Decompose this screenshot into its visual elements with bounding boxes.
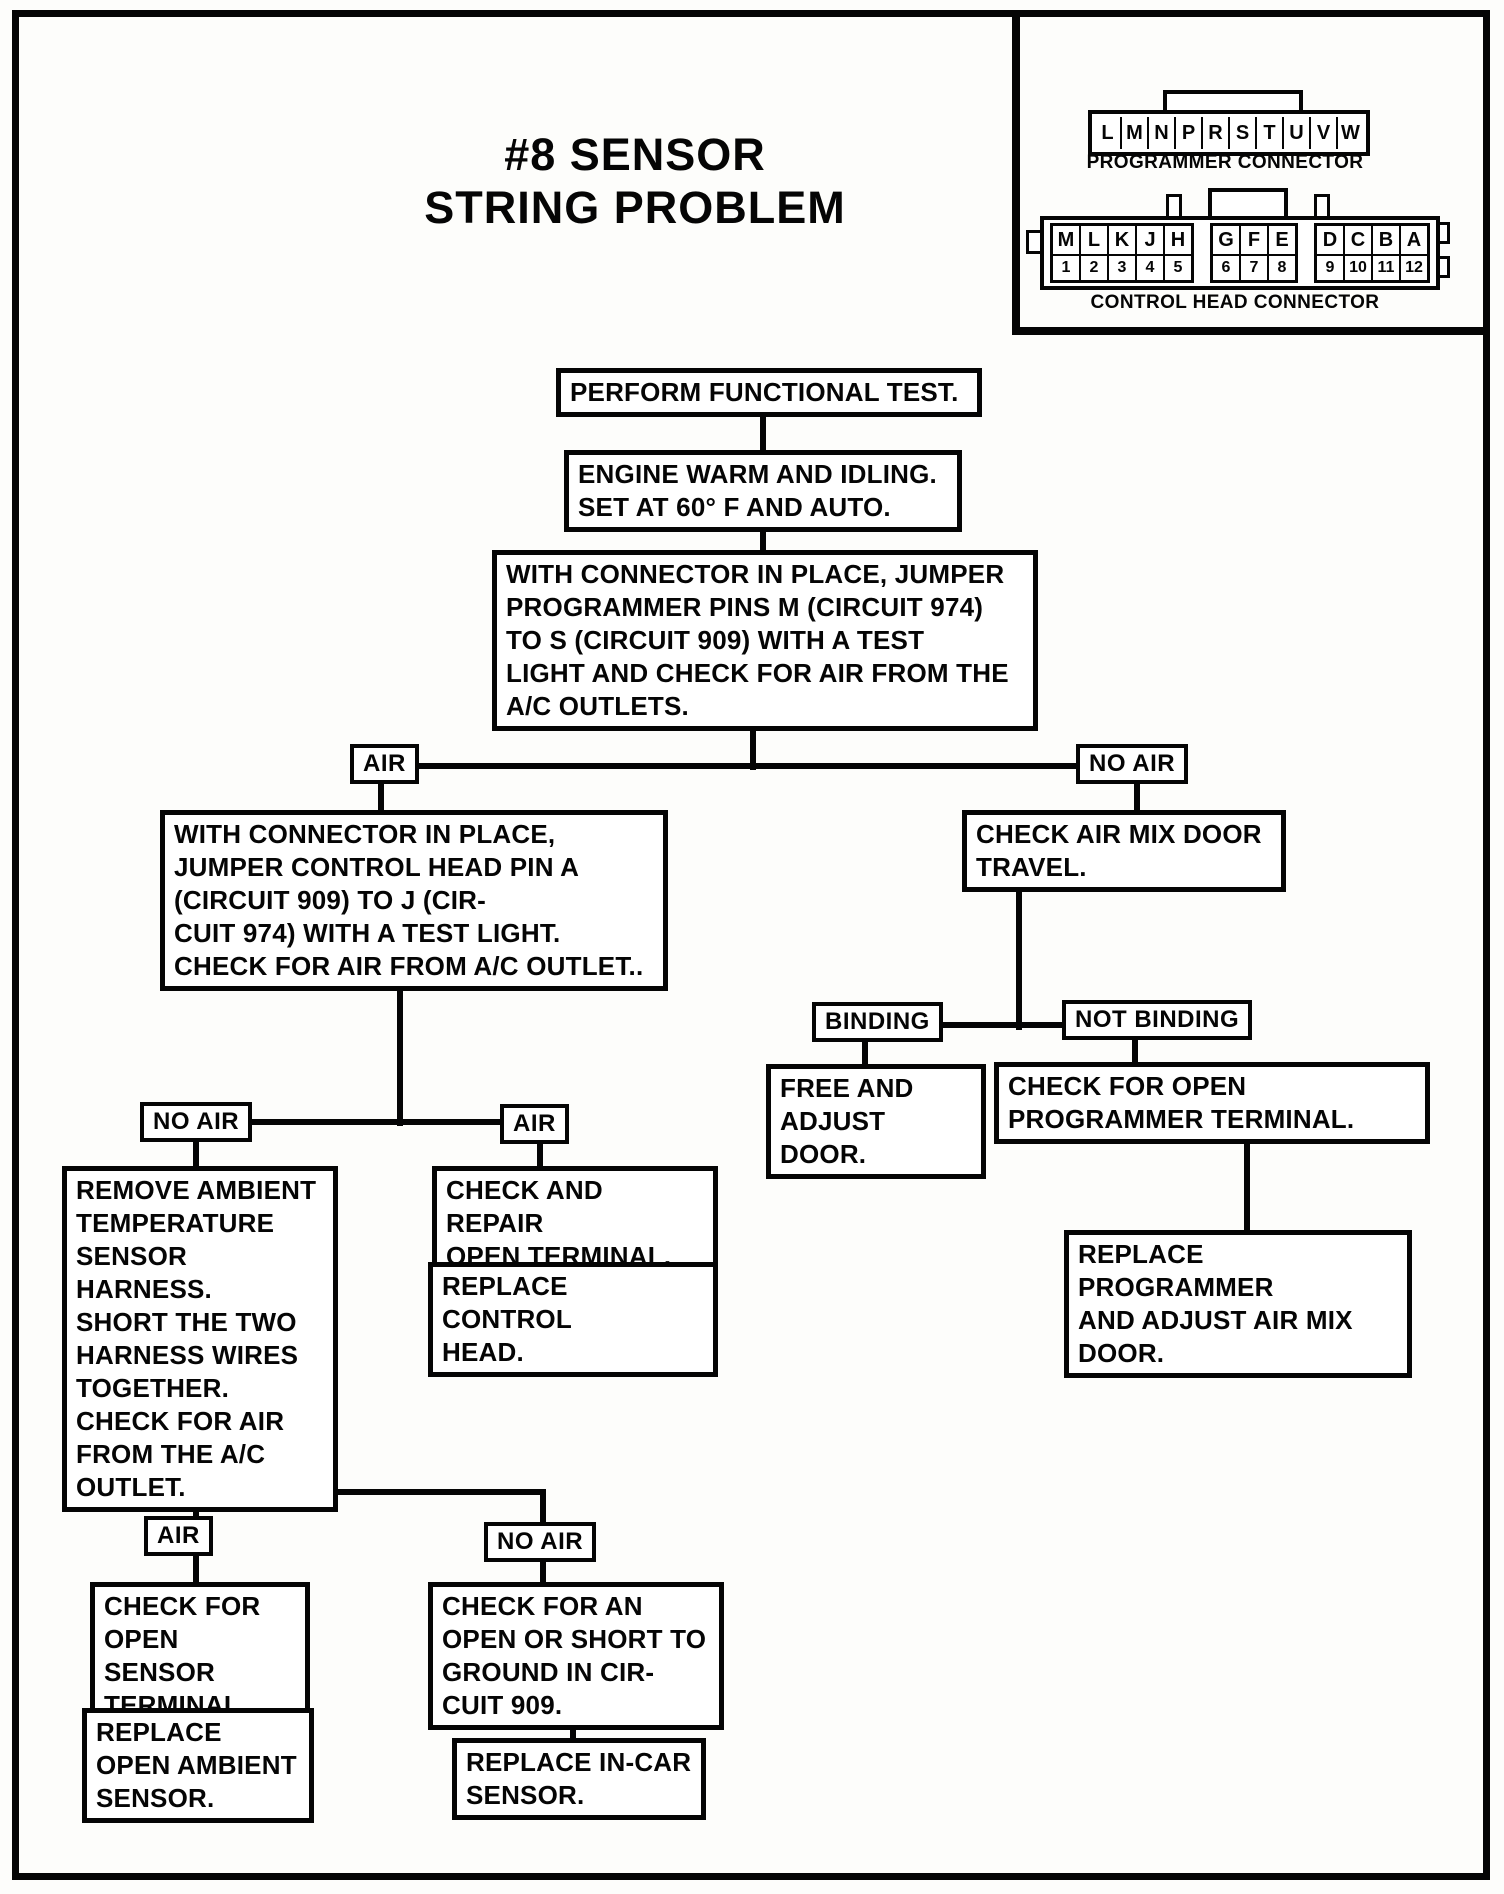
programmer-pin-cell: W (1338, 117, 1363, 149)
flow-node-remove-ambient: REMOVE AMBIENT TEMPERATURE SENSOR HARNES… (62, 1166, 338, 1512)
programmer-pin-cell: V (1311, 117, 1336, 149)
diagram-title-line1: #8 SENSOR (504, 129, 766, 180)
connector-line (750, 710, 756, 770)
control-head-pin-number-cell: 8 (1269, 256, 1295, 280)
branch-label-air-2: AIR (500, 1104, 569, 1144)
control-head-pin-letter-cell: C (1345, 226, 1371, 254)
branch-label-no-air-3: NO AIR (484, 1522, 597, 1562)
connector-line (866, 1022, 1136, 1028)
flow-node-check-open-sensor: CHECK FOR OPEN SENSOR TERMINAL. (90, 1582, 310, 1730)
control-head-pin-letter-cell: L (1081, 226, 1107, 254)
control-head-group-2: G F E 6 7 8 (1210, 223, 1298, 283)
control-head-pin-number-cell: 3 (1109, 256, 1135, 280)
control-head-pin-letter-cell: E (1269, 226, 1295, 254)
control-head-pin-groups: M L K J H 1 2 3 4 5 G F E 6 7 8 D C (1044, 220, 1436, 286)
control-head-connector-label: CONTROL HEAD CONNECTOR (1090, 292, 1380, 313)
flow-node-free-adjust-door: FREE AND ADJUST DOOR. (766, 1064, 986, 1179)
flow-node-replace-programmer: REPLACE PROGRAMMER AND ADJUST AIR MIX DO… (1064, 1230, 1412, 1378)
branch-label-binding: BINDING (812, 1002, 943, 1042)
connector-line (540, 1556, 546, 1590)
connector-line (397, 978, 403, 1126)
control-head-connector: M L K J H 1 2 3 4 5 G F E 6 7 8 D C (1040, 216, 1440, 290)
control-head-pin-letter-cell: H (1165, 226, 1191, 254)
control-head-pin-number-cell: 10 (1345, 256, 1371, 280)
programmer-pin-cell: N (1149, 117, 1174, 149)
control-head-pin-letter-cell: M (1053, 226, 1079, 254)
programmer-pin-cell: T (1257, 117, 1282, 149)
connector-line (1244, 1140, 1250, 1238)
control-head-pin-number-cell: 9 (1317, 256, 1343, 280)
control-head-group-1: M L K J H 1 2 3 4 5 (1050, 223, 1194, 283)
control-head-pin-letter-cell: A (1401, 226, 1427, 254)
programmer-pin-cell: S (1230, 117, 1255, 149)
branch-label-no-air-1: NO AIR (1076, 744, 1189, 784)
panel-divider-horizontal (1012, 327, 1490, 335)
diagram-title: #8 SENSOR STRING PROBLEM (380, 128, 890, 234)
programmer-connector: L M N P R S T U V W (1088, 110, 1370, 156)
connector-line (193, 1136, 199, 1174)
flow-node-replace-control-head: REPLACE CONTROL HEAD. (428, 1262, 718, 1377)
control-head-pin-number-cell: 2 (1081, 256, 1107, 280)
programmer-pin-cell: P (1176, 117, 1201, 149)
control-head-pin-number-cell: 1 (1053, 256, 1079, 280)
programmer-pin-cell: U (1284, 117, 1309, 149)
connector-line (1134, 778, 1140, 818)
connector-line (760, 400, 766, 458)
control-head-pin-number-cell: 11 (1373, 256, 1399, 280)
flow-node-replace-incar-sensor: REPLACE IN-CAR SENSOR. (452, 1738, 706, 1820)
control-head-pin-letter-cell: B (1373, 226, 1399, 254)
programmer-pin-row: L M N P R S T U V W (1095, 117, 1363, 149)
connector-line (196, 1119, 546, 1125)
flow-node-check-open-programmer: CHECK FOR OPEN PROGRAMMER TERMINAL. (994, 1062, 1430, 1144)
connector-line (540, 1489, 546, 1531)
connector-line (193, 1489, 546, 1495)
programmer-pin-cell: M (1122, 117, 1147, 149)
connector-line (193, 1548, 199, 1590)
panel-divider-vertical (1012, 10, 1020, 334)
control-head-pin-number-cell: 12 (1401, 256, 1427, 280)
control-head-pin-letter-cell: G (1213, 226, 1239, 254)
control-head-pin-number-cell: 7 (1241, 256, 1267, 280)
connector-line (862, 1038, 868, 1074)
control-head-pin-letter-cell: J (1137, 226, 1163, 254)
programmer-pin-cell: L (1095, 117, 1120, 149)
flow-node-check-air-mix: CHECK AIR MIX DOOR TRAVEL. (962, 810, 1286, 892)
connector-line (1132, 1038, 1138, 1072)
connector-line (1016, 870, 1022, 1030)
branch-label-air-1: AIR (350, 744, 419, 784)
flow-node-engine-warm: ENGINE WARM AND IDLING. SET AT 60° F AND… (564, 450, 962, 532)
flow-node-check-open-short: CHECK FOR AN OPEN OR SHORT TO GROUND IN … (428, 1582, 724, 1730)
control-head-pin-letter-cell: K (1109, 226, 1135, 254)
flow-node-jumper-programmer: WITH CONNECTOR IN PLACE, JUMPER PROGRAMM… (492, 550, 1038, 731)
programmer-pin-cell: R (1203, 117, 1228, 149)
control-head-pin-letter-cell: D (1317, 226, 1343, 254)
connector-line (760, 516, 766, 560)
connector-line (378, 778, 384, 818)
flow-node-perform-test: PERFORM FUNCTIONAL TEST. (556, 368, 982, 417)
branch-label-air-3: AIR (144, 1516, 213, 1556)
connector-line (537, 1138, 543, 1174)
flow-node-jumper-control-head: WITH CONNECTOR IN PLACE, JUMPER CONTROL … (160, 810, 668, 991)
control-head-pin-number-cell: 4 (1137, 256, 1163, 280)
branch-label-no-air-2: NO AIR (140, 1102, 253, 1142)
control-head-pin-number-cell: 5 (1165, 256, 1191, 280)
control-head-pin-letter-cell: F (1241, 226, 1267, 254)
connector-line (380, 763, 1140, 769)
programmer-connector-label: PROGRAMMER CONNECTOR (1086, 152, 1364, 173)
flow-node-replace-ambient-sensor: REPLACE OPEN AMBIENT SENSOR. (82, 1708, 314, 1823)
control-head-group-3: D C B A 9 10 11 12 (1314, 223, 1430, 283)
branch-label-not-binding: NOT BINDING (1062, 1000, 1253, 1040)
diagram-title-line2: STRING PROBLEM (424, 182, 846, 233)
page-border (12, 10, 1490, 1880)
control-head-pin-number-cell: 6 (1213, 256, 1239, 280)
